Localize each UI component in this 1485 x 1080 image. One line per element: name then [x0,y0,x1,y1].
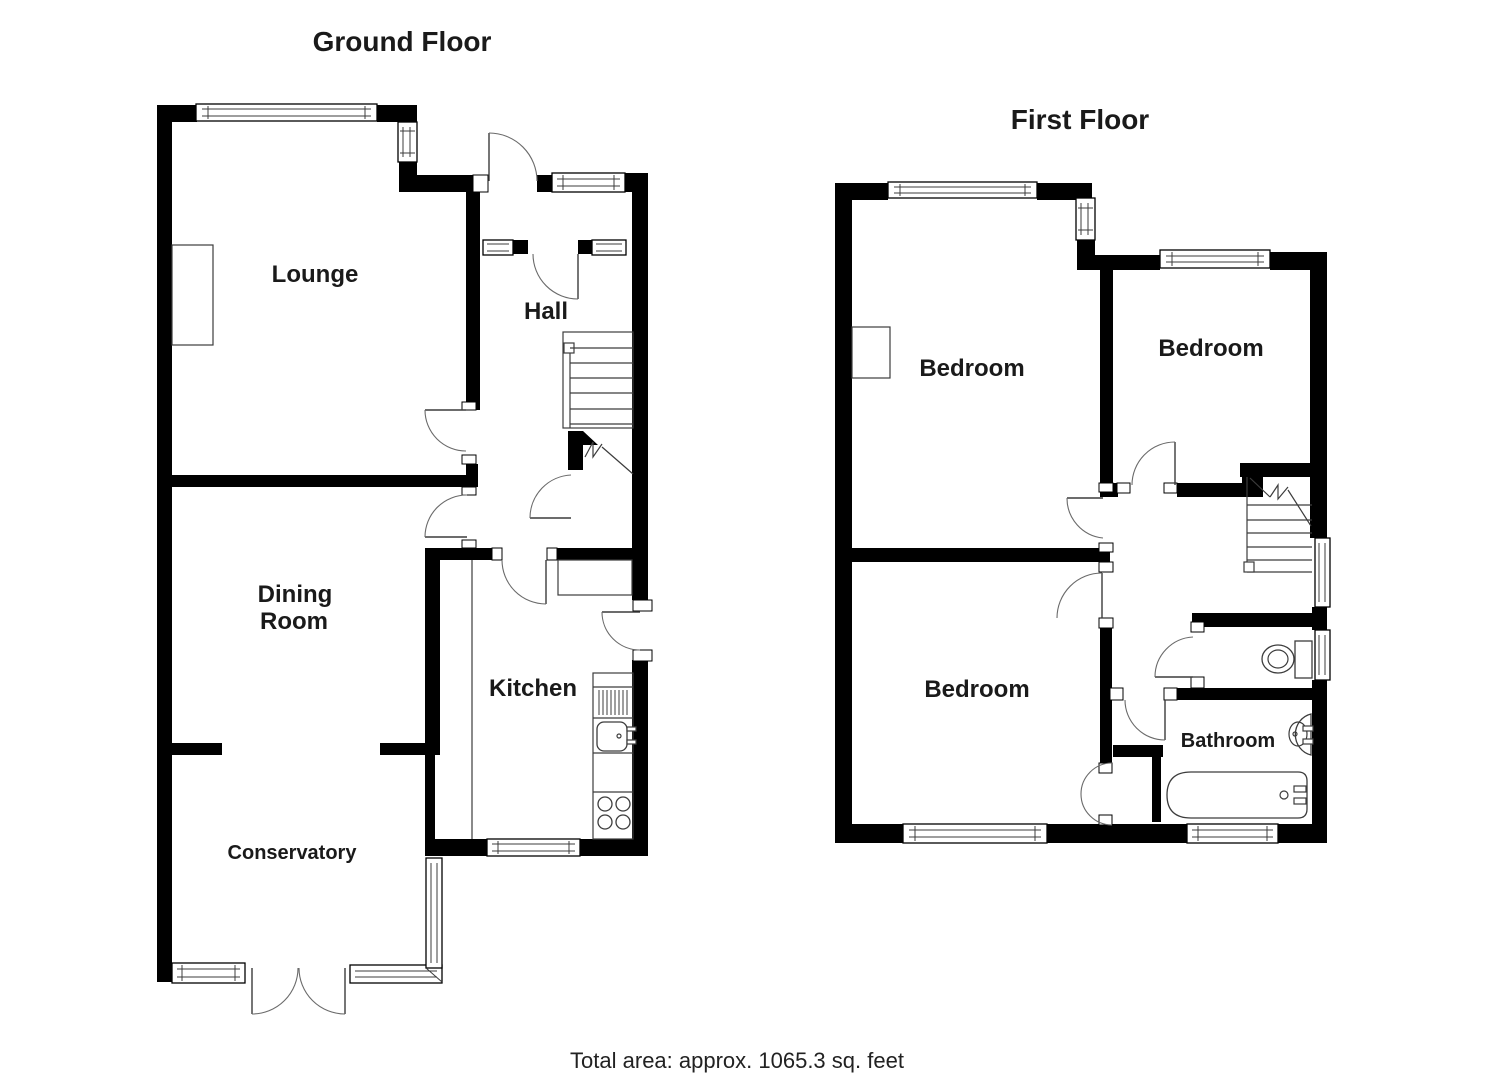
window [591,239,627,256]
room-label-bathroom: Bathroom [1181,730,1275,752]
room-label-hall: Hall [524,298,568,325]
window [1075,197,1096,241]
window [887,181,1038,199]
vestibule-door [532,253,579,300]
toilet-icon [1261,640,1313,679]
cupboard-doors [1080,762,1113,826]
room-label-conservatory: Conservatory [228,842,358,864]
window [482,239,514,256]
window [486,838,581,857]
window [551,172,626,193]
bathroom-fixtures [1166,640,1314,819]
first-floor-door-jambs [1098,482,1205,826]
ground-floor-walls [157,105,648,982]
sink-icon [596,721,637,752]
room-label-bedroom-front: Bedroom [924,676,1029,703]
conservatory-french-doors [251,967,346,1015]
first-floor-plan: First Floor Bedroom Bedroom Bedroom Bath… [835,104,1331,844]
window [195,103,378,122]
bedroom-front-door [1056,572,1103,619]
front-door [488,132,538,182]
ground-floor-doors [251,132,641,1015]
bedroom-rear-door [1131,441,1176,486]
room-label-kitchen: Kitchen [489,675,577,702]
room-label-bedroom-master: Bedroom [919,355,1024,382]
first-floor-labels: First Floor Bedroom Bedroom Bedroom Bath… [919,104,1275,752]
window [1314,537,1331,608]
window [1159,249,1271,269]
first-floor-doors [1056,441,1194,826]
window [171,962,246,984]
wc-door [1154,636,1194,678]
first-floor-stairs-icon [1243,477,1312,573]
ground-floor-plan: Ground Floor Lounge Hall Dining Room Kit… [157,26,653,1015]
first-floor-windows [887,181,1331,844]
lounge-door [424,409,467,452]
ground-floor-stairs-icon [562,331,634,475]
bathtub-icon [1166,771,1308,819]
window [397,121,418,163]
ground-floor-windows [171,103,627,984]
hob-icon [597,796,631,830]
kitchen-cupboard [557,559,633,596]
hall-inner-door [529,474,572,519]
first-floor-title: First Floor [1011,104,1150,135]
sink-drainer-icon [598,690,628,715]
kitchen-fixtures [471,559,637,840]
ground-floor-title: Ground Floor [313,26,492,57]
dining-door [424,494,468,538]
room-label-bedroom-rear: Bedroom [1158,335,1263,362]
first-floor-walls [835,183,1327,843]
window [1186,823,1279,844]
room-label-dining-1: Dining [258,581,333,608]
basin-icon [1288,713,1314,756]
kitchen-counter [592,672,634,840]
window [349,964,443,984]
room-label-dining-2: Room [260,608,328,635]
kitchen-door [501,559,547,605]
total-area-caption: Total area: approx. 1065.3 sq. feet [570,1048,904,1073]
ground-floor-labels: Ground Floor Lounge Hall Dining Room Kit… [228,26,577,864]
ground-floor-door-jambs [461,174,653,662]
room-label-lounge: Lounge [272,261,359,288]
bathroom-door [1124,699,1166,741]
kitchen-side-door [601,611,641,651]
window [425,857,443,983]
bedroom-chimney-breast [851,326,891,379]
lounge-chimney-breast [171,244,214,346]
window [902,823,1048,844]
window [1314,629,1331,681]
bedroom-master-door [1066,497,1104,539]
